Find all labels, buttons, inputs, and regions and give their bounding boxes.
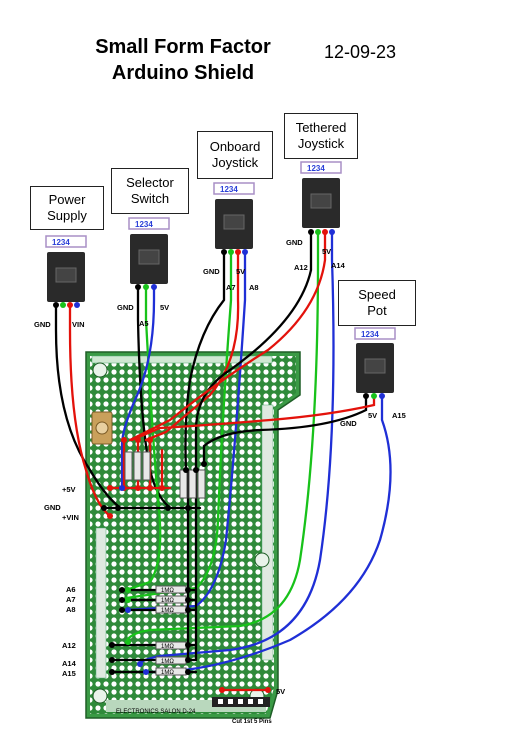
box-line: Joystick [211, 155, 259, 170]
connector-power-supply: 1234 [45, 235, 87, 308]
pin-numbers: 1234 [307, 164, 325, 173]
resistor-value: 1MΩ [161, 644, 174, 650]
tethered-a14-label: A14 [331, 261, 346, 270]
resistors: 1MΩ 1MΩ 1MΩ 1MΩ 1MΩ 1MΩ [124, 451, 206, 676]
wire-tethered-gnd [194, 230, 313, 472]
tethered-a12-label: A12 [294, 263, 308, 272]
resistor [179, 469, 188, 499]
box-line: Supply [47, 208, 87, 223]
board-vin-label: +VIN [62, 513, 79, 522]
board-plus5v-label: +5V [62, 485, 76, 494]
wire-power-vin [68, 303, 112, 518]
diagram-title: Small Form Factor Arduino Shield [60, 34, 306, 86]
wire-selector-5v [120, 285, 156, 490]
title-line-1: Small Form Factor [95, 36, 271, 58]
board-a15-label: A15 [62, 669, 76, 678]
resistor-value: 1MΩ [161, 670, 174, 676]
wire-speed-gnd [202, 394, 368, 466]
board-a8-label: A8 [66, 605, 76, 614]
resistor [197, 469, 206, 499]
pin-numbers: 1234 [52, 238, 70, 247]
cut-pins-note: Cut 1st 5 Pins [232, 719, 272, 725]
connector-speed-pot: 1234 [354, 327, 396, 399]
connector-tethered-joystick: 1234 [300, 161, 342, 235]
wire-onboard-a8 [124, 250, 247, 612]
board-a7-label: A7 [66, 595, 76, 604]
speed-5v-label: 5V [368, 411, 377, 420]
selector-5v-label: 5V [160, 303, 169, 312]
speed-gnd-label: GND [340, 419, 357, 428]
power-vin-label: VIN [72, 320, 85, 329]
box-line: Tethered [295, 120, 347, 135]
box-line: Pot [367, 303, 387, 318]
tethered-gnd-label: GND [286, 238, 303, 247]
resistor [124, 451, 133, 481]
pin-numbers: 1234 [220, 185, 238, 194]
speed-a15-label: A15 [392, 411, 406, 420]
resistor-value: 1MΩ [161, 659, 174, 665]
solder-joints [101, 437, 271, 693]
resistor [188, 469, 197, 499]
tethered-5v-label: 5V [322, 247, 331, 256]
pin-numbers: 1234 [135, 220, 153, 229]
wire-onboard-a7 [124, 250, 233, 600]
resistor [133, 451, 142, 481]
resistor-value: 1MΩ [161, 598, 174, 604]
wire-tethered-5v [128, 230, 327, 442]
board-gnd-label: GND [44, 503, 61, 512]
resistor-value: 1MΩ [161, 588, 174, 594]
power-gnd-label: GND [34, 320, 51, 329]
wire-speed-a15 [144, 394, 392, 674]
proto-shield-board: ELECTRONICS SALON D-24 [85, 351, 301, 719]
onboard-a7-label: A7 [226, 283, 236, 292]
board-5v-label: 5V [276, 687, 285, 696]
wire-selector-a5 [124, 285, 162, 592]
onboard-a8-label: A8 [249, 283, 259, 292]
box-line: Joystick [297, 136, 345, 151]
board-a6-label: A6 [66, 585, 76, 594]
box-line: Power [48, 192, 86, 207]
board-a14-label: A14 [62, 659, 77, 668]
wire-speed-5v [130, 394, 376, 442]
connector-onboard-joystick: 1234 [213, 182, 255, 255]
onboard-gnd-label: GND [203, 267, 220, 276]
box-line: Switch [130, 191, 170, 206]
box-line: Onboard [209, 139, 261, 154]
wire-tethered-a12 [124, 230, 320, 644]
board-brand: ELECTRONICS SALON D-24 [116, 709, 196, 715]
wire-tethered-a14 [138, 230, 335, 666]
wire-onboard-5v [144, 250, 240, 442]
diagram-date: 12-09-23 [324, 42, 397, 62]
resistor [142, 451, 151, 481]
connector-selector-switch: 1234 [128, 217, 170, 290]
board-a12-label: A12 [62, 641, 76, 650]
selector-gnd-label: GND [117, 303, 134, 312]
title-line-2: Arduino Shield [111, 62, 255, 84]
box-line: Selector [126, 175, 174, 190]
wire-onboard-gnd [184, 250, 226, 472]
onboard-5v-label: 5V [236, 267, 245, 276]
selector-a5-label: A5 [139, 319, 149, 328]
box-line: Speed [358, 287, 396, 302]
pin-numbers: 1234 [361, 330, 379, 339]
resistor-value: 1MΩ [161, 608, 174, 614]
